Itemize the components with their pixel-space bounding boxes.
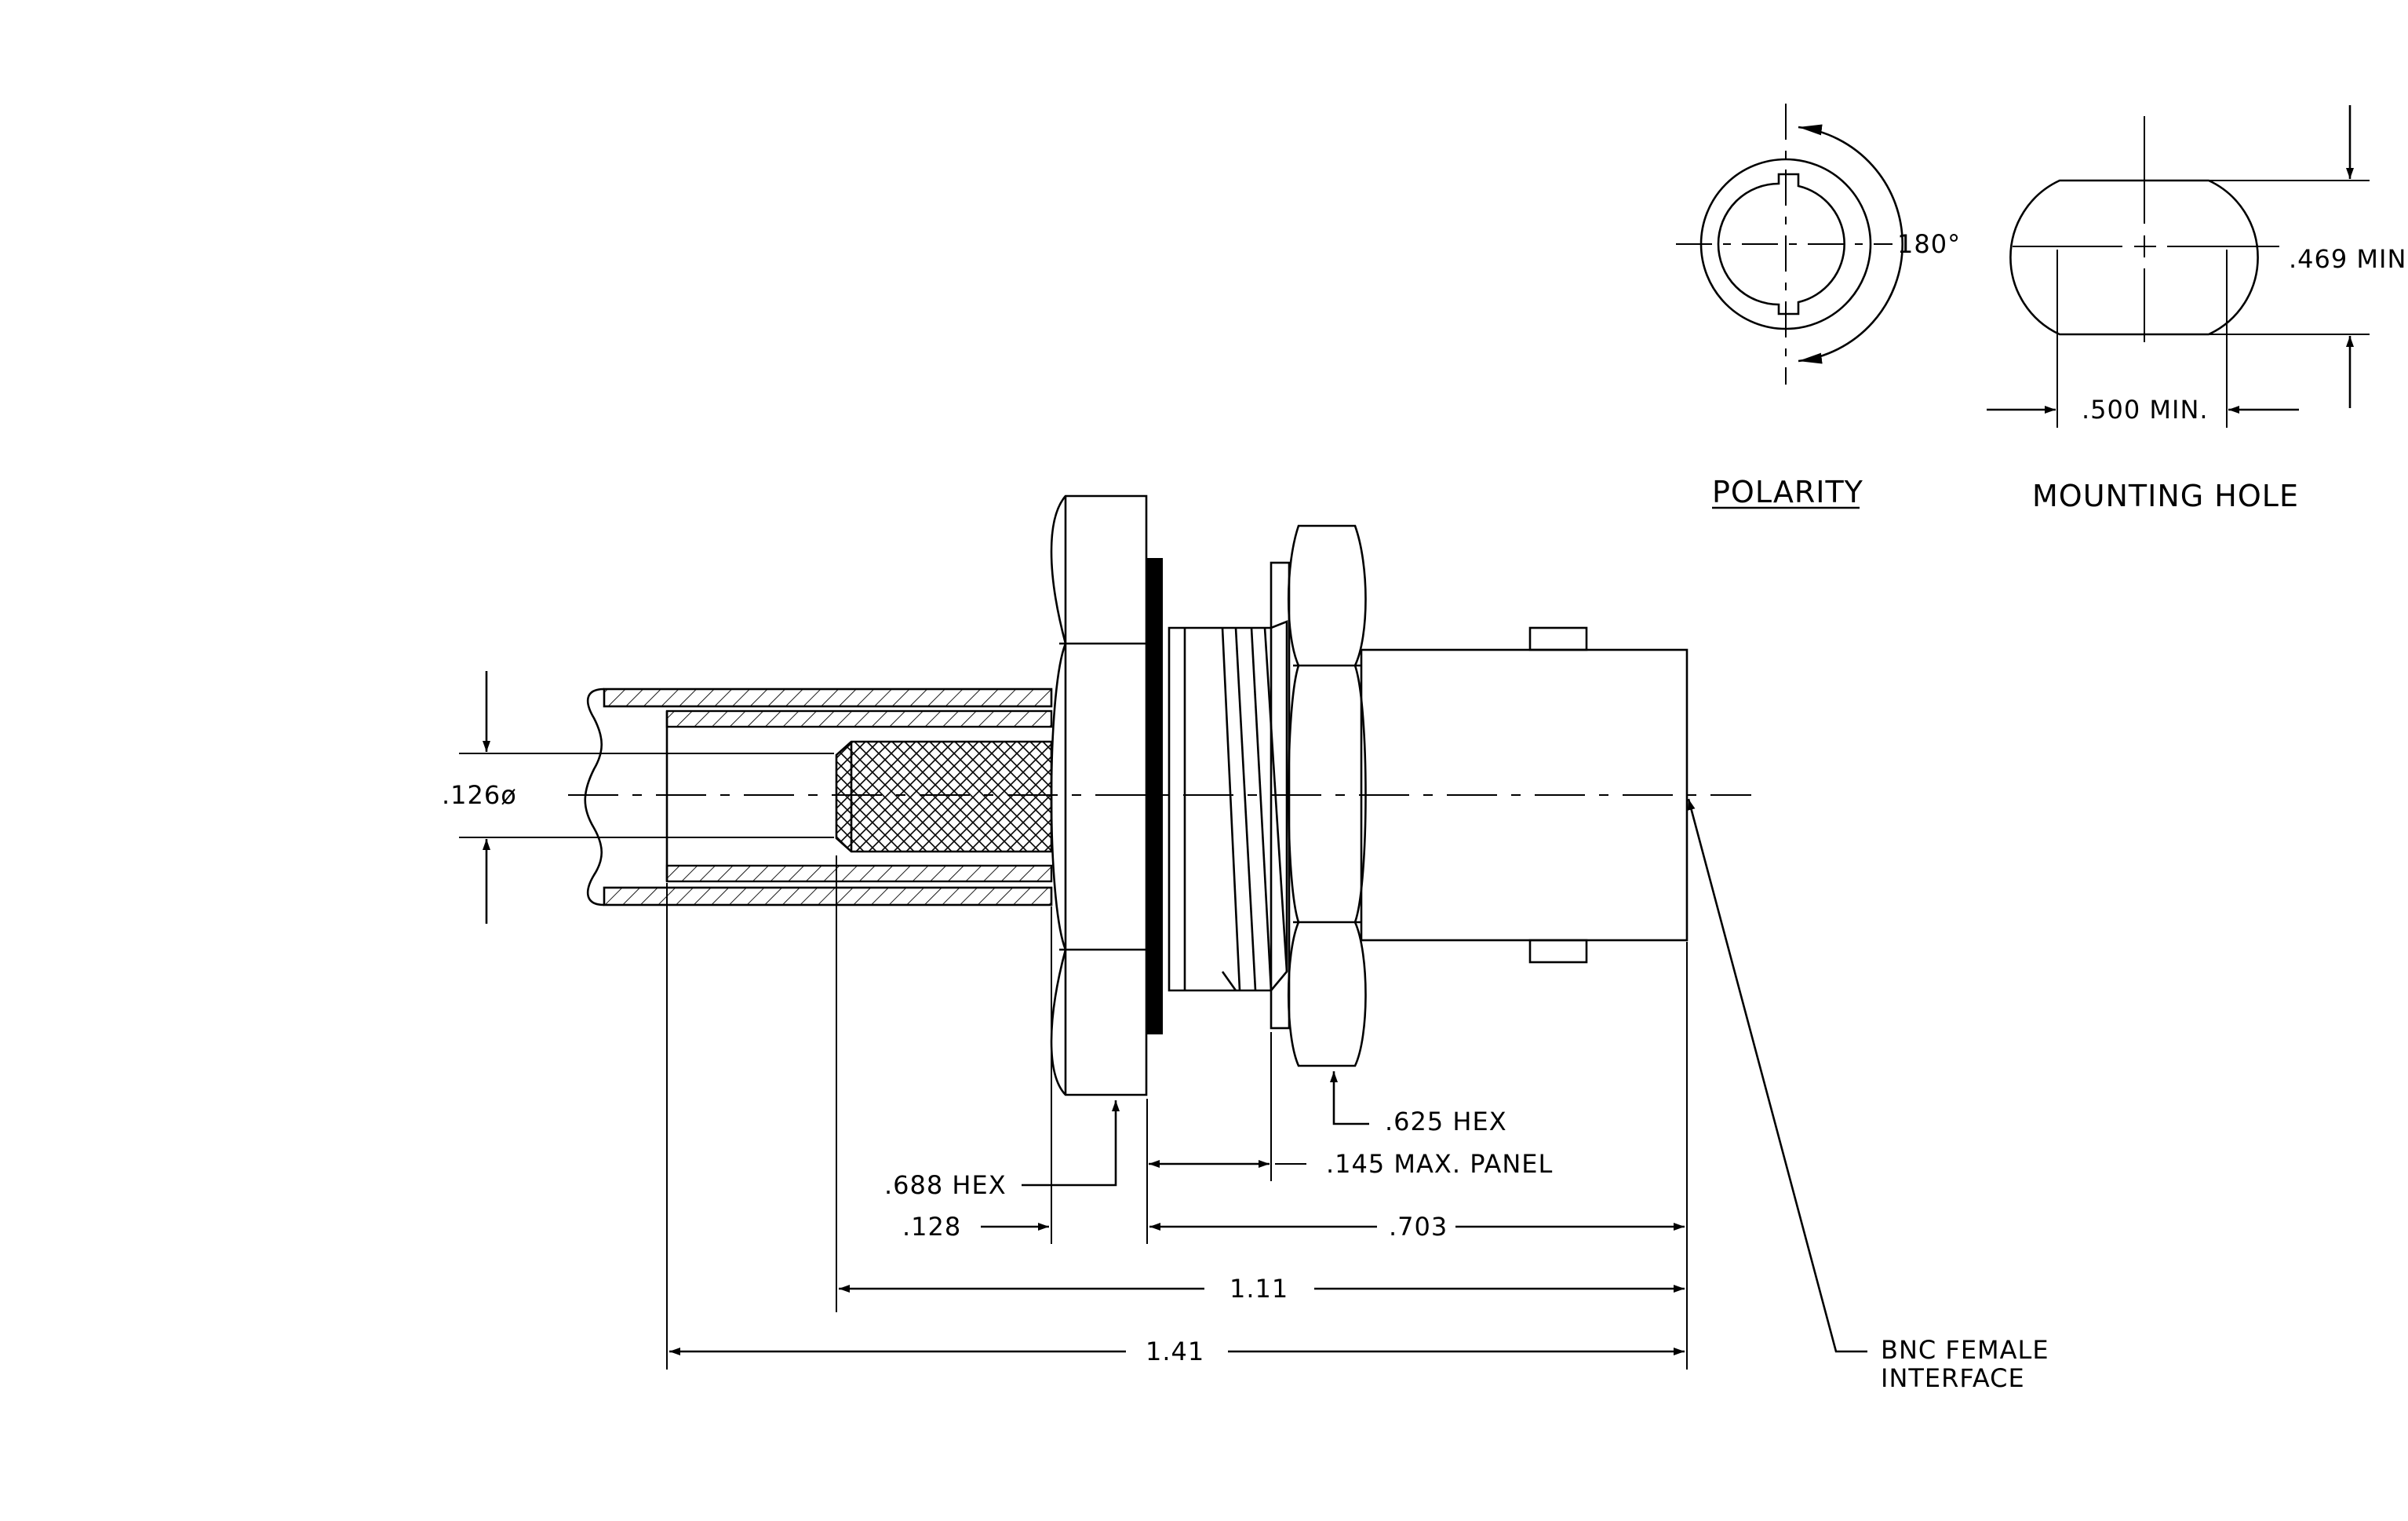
bnc-callout-line1: BNC FEMALE bbox=[1881, 1335, 2049, 1365]
panel-dim: .145 MAX. PANEL bbox=[1149, 1149, 1553, 1179]
dim-703: .703 bbox=[1149, 1212, 1685, 1242]
polarity-title: POLARITY bbox=[1712, 475, 1863, 509]
cable-section bbox=[584, 688, 1053, 906]
dim-111-label: 1.11 bbox=[1230, 1274, 1288, 1304]
bnc-callout-line2: INTERFACE bbox=[1881, 1363, 2025, 1393]
pin-diameter-dim: .126ø bbox=[442, 671, 834, 924]
dim-141-label: 1.41 bbox=[1146, 1337, 1204, 1366]
panel-label: .145 MAX. PANEL bbox=[1326, 1149, 1553, 1179]
polarity-view: 180° POLARITY bbox=[1676, 104, 1961, 509]
dim-111: 1.11 bbox=[839, 1274, 1685, 1304]
hex-body-label: .688 HEX bbox=[884, 1170, 1007, 1200]
dim-141: 1.41 bbox=[669, 1337, 1685, 1366]
threaded-bushing bbox=[1168, 620, 1288, 992]
dim-128: .128 bbox=[902, 1212, 1049, 1242]
pin-diameter-label: .126ø bbox=[442, 780, 517, 810]
hex-body-dim: .688 HEX bbox=[884, 1100, 1120, 1200]
bnc-callout: BNC FEMALE INTERFACE bbox=[1687, 798, 2049, 1393]
hex-nut-label: .625 HEX bbox=[1385, 1107, 1507, 1136]
hex-nut-dim: .625 HEX bbox=[1330, 1071, 1507, 1136]
dim-128-label: .128 bbox=[902, 1212, 961, 1242]
mounting-hole-view: .469 MIN .500 MIN. MOUNTING HOLE bbox=[1987, 105, 2406, 513]
mounting-hole-title: MOUNTING HOLE bbox=[2032, 479, 2299, 513]
angle-label: 180° bbox=[1897, 229, 1961, 259]
hole-width-label: .500 MIN. bbox=[2082, 395, 2209, 425]
hex-body bbox=[1050, 494, 1163, 1096]
hole-flat-label: .469 MIN bbox=[2289, 244, 2406, 274]
dim-703-label: .703 bbox=[1389, 1212, 1448, 1242]
extension-lines bbox=[666, 855, 1688, 1370]
